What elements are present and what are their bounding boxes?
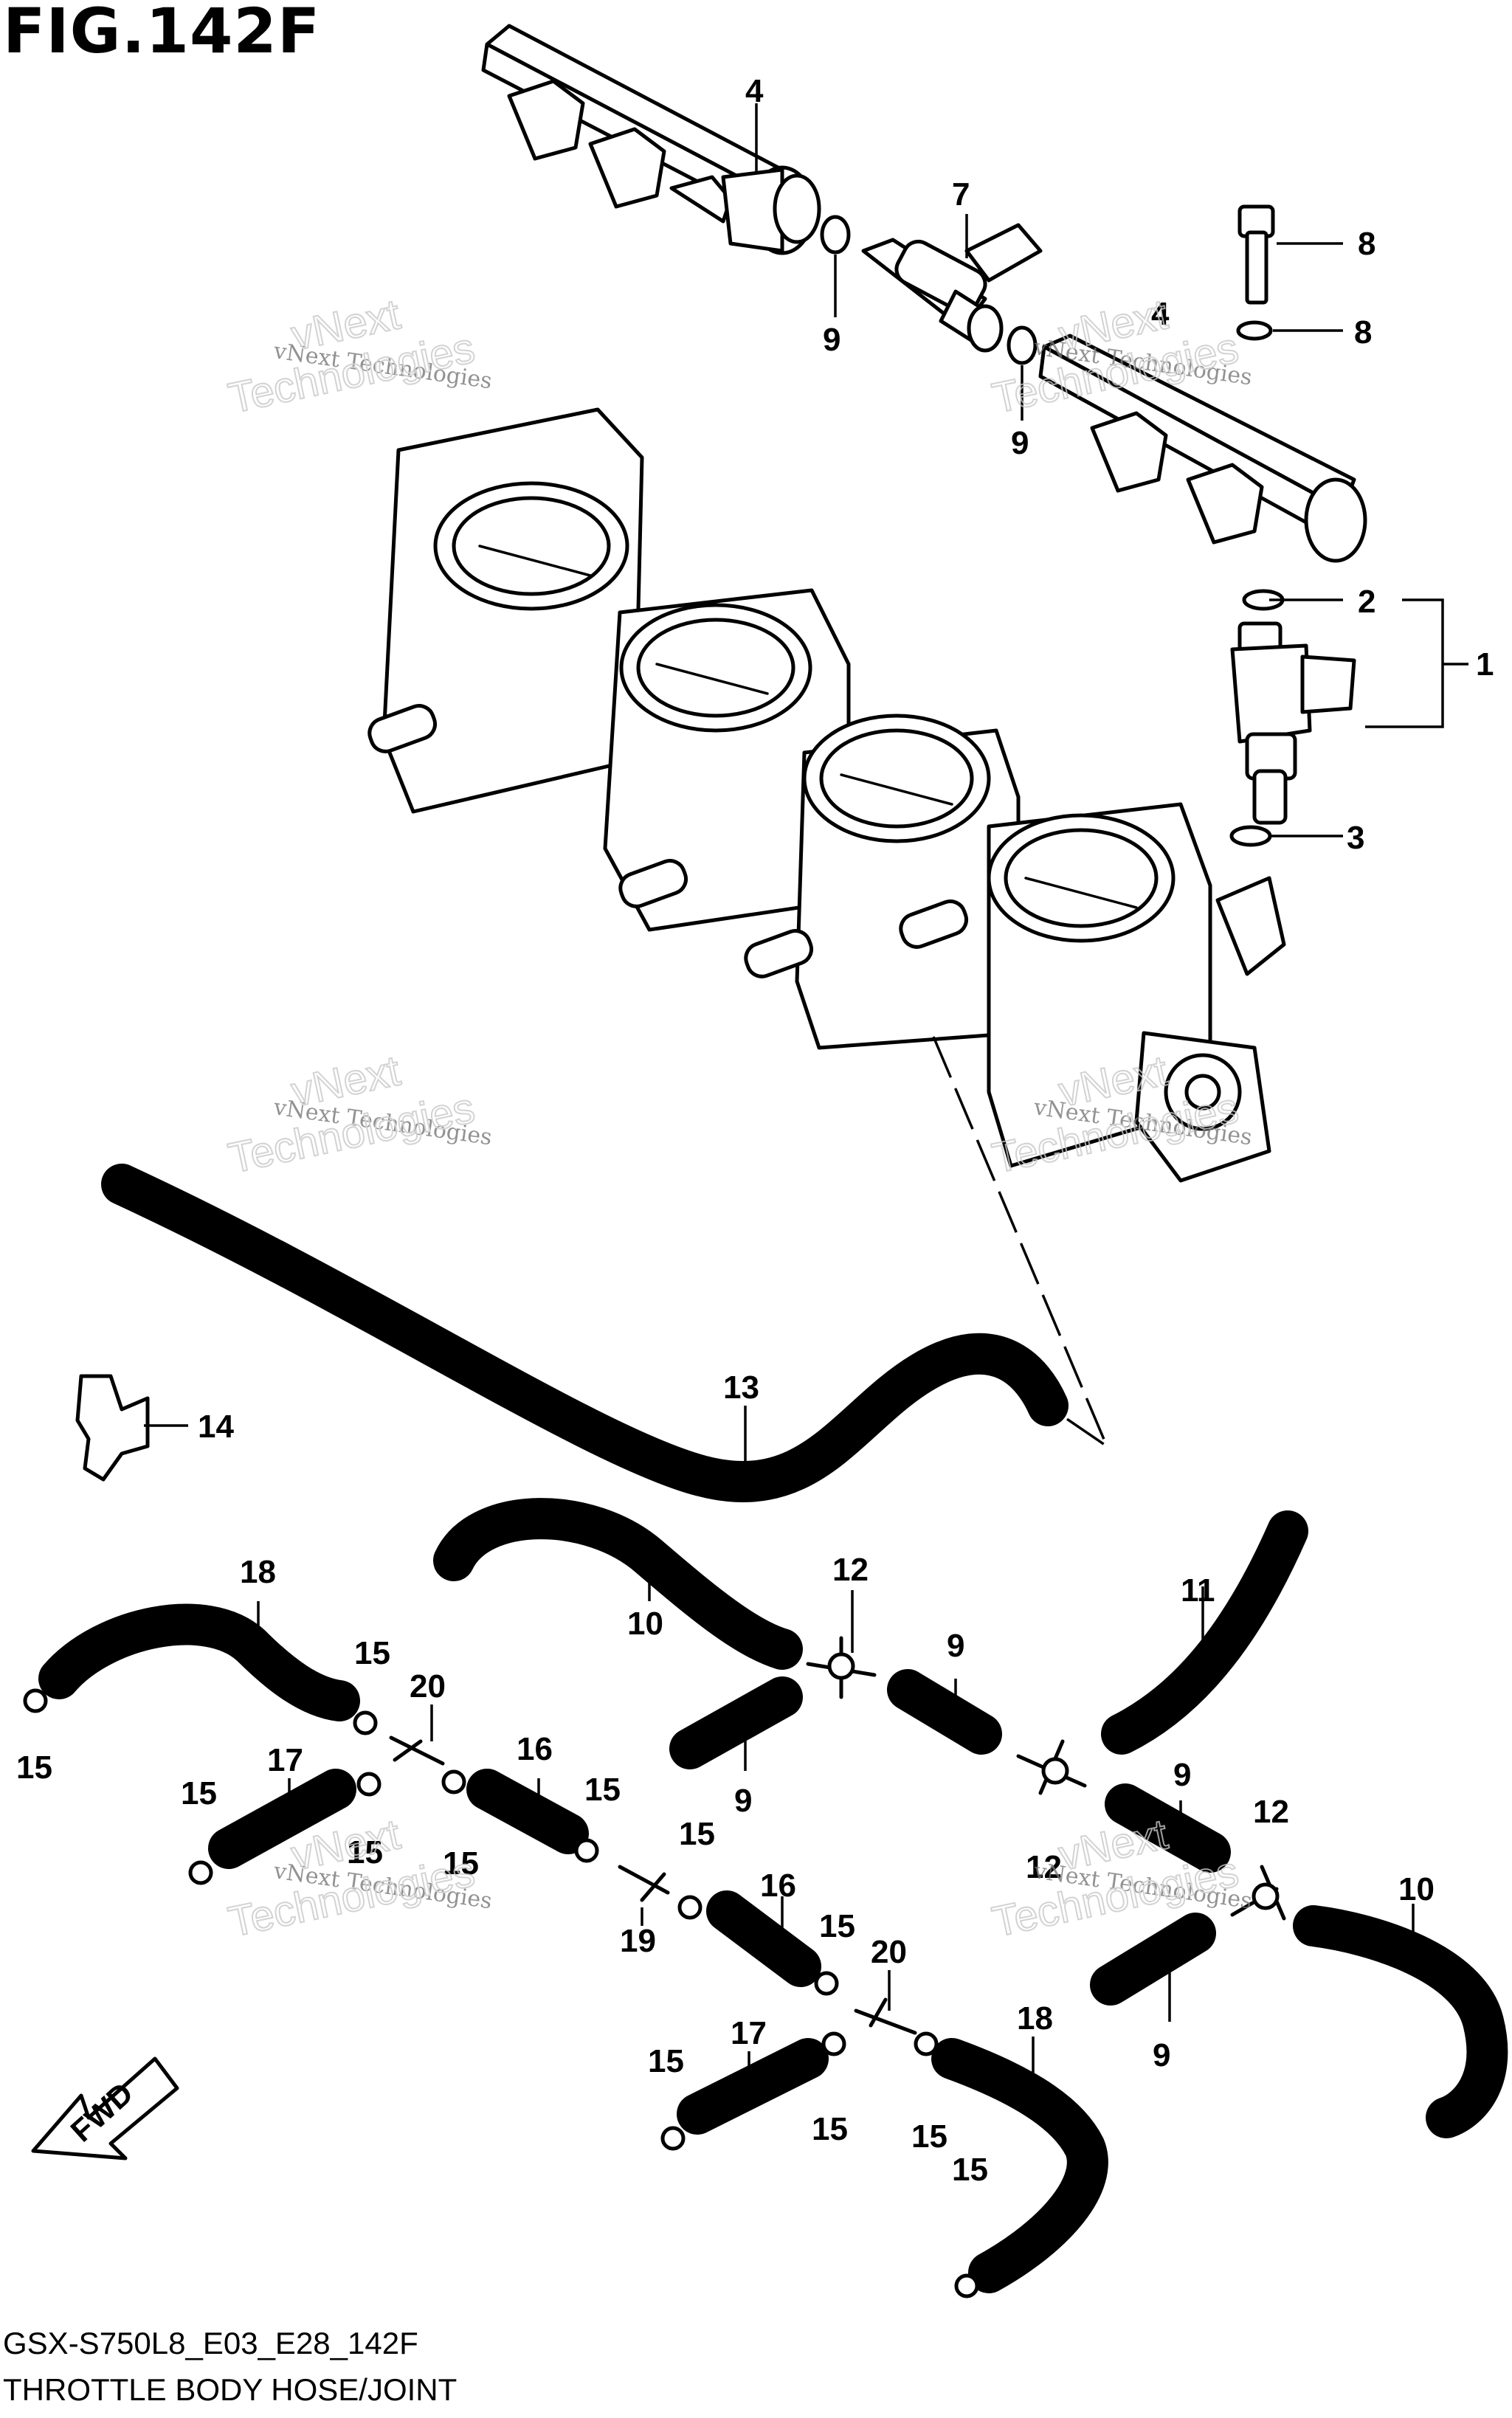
- callout-15: 15: [181, 1775, 217, 1811]
- hose-17-a: [208, 1769, 356, 1869]
- callout-15: 15: [584, 1772, 621, 1808]
- callout-15: 15: [16, 1749, 52, 1786]
- hose-11: [1101, 1510, 1308, 1755]
- hose-16-a: [466, 1769, 589, 1854]
- callout-15: 15: [679, 1816, 715, 1852]
- fuel-joint: [861, 223, 1043, 353]
- figure-title: FIG.142F: [3, 0, 321, 67]
- hose-9-b: [887, 1669, 1002, 1755]
- callout-20: 20: [871, 1934, 907, 1970]
- callout-10: 10: [627, 1606, 663, 1642]
- callout-15: 15: [354, 1635, 390, 1671]
- callout-12: 12: [1026, 1849, 1062, 1885]
- joint-12-c: [1230, 1865, 1286, 1921]
- joint-20-b: [854, 1997, 917, 2035]
- model-code: GSX-S750L8_E03_E28_142F: [3, 2326, 418, 2360]
- hose-9-c: [1105, 1783, 1231, 1873]
- callout-5: 7: [952, 176, 970, 213]
- fwd-arrow-icon: FWD: [31, 2056, 179, 2160]
- joint-20-a: [389, 1735, 445, 1766]
- callout-11: 11: [1181, 1572, 1215, 1609]
- hose-13: [101, 1164, 1069, 1502]
- callout-9: 9: [1153, 2037, 1170, 2073]
- joint-12-b: [1016, 1739, 1087, 1795]
- fuel-injector: [1230, 621, 1356, 825]
- callout-15: 15: [819, 1908, 855, 1944]
- callout-15: 15: [648, 2043, 684, 2079]
- callout-2: 2: [1358, 584, 1375, 620]
- fuel-rail-upper: [481, 24, 821, 255]
- hose-9-a: [669, 1676, 803, 1769]
- callout-16: 16: [760, 1868, 796, 1904]
- joints: [389, 1636, 1286, 2035]
- callout-4: 4: [745, 73, 764, 109]
- callout-18: 18: [1017, 2000, 1053, 2037]
- callout-9: 9: [947, 1628, 964, 1664]
- callout-4: 4: [1151, 296, 1170, 332]
- clamp-14: [75, 1374, 150, 1482]
- callout-3: 3: [1347, 820, 1364, 856]
- callout-9: 9: [1173, 1757, 1191, 1793]
- callout-8: 9: [823, 322, 840, 358]
- callout-12: 12: [832, 1552, 869, 1588]
- callout-labels: 4 7 8 8 9 9 4 2 1 3 13 14 18 10 12 11 9 …: [16, 73, 1494, 2188]
- bolt: [1237, 204, 1275, 305]
- hose-18-upper: [38, 1603, 360, 1721]
- throttle-body-assembly: [367, 407, 1286, 1183]
- hose-16-b: [706, 1890, 821, 1987]
- callout-7: 8: [1354, 314, 1372, 350]
- callout-15: 15: [347, 1834, 383, 1871]
- callout-18: 18: [240, 1554, 276, 1590]
- callout-14: 14: [198, 1409, 234, 1445]
- callout-16: 16: [517, 1731, 553, 1767]
- clips-15: [23, 1688, 979, 2298]
- hose-9-d: [1090, 1913, 1216, 2006]
- callout-8: 9: [1011, 425, 1029, 461]
- hose-18-lower: [931, 2038, 1108, 2293]
- hose-10-lower: [1293, 1905, 1508, 2138]
- callout-13: 13: [723, 1369, 759, 1406]
- callout-6: 8: [1358, 226, 1375, 262]
- hose-10-upper: [433, 1498, 803, 1670]
- callout-15: 15: [952, 2152, 988, 2188]
- callout-1: 1: [1476, 646, 1494, 683]
- callout-17: 17: [267, 1742, 303, 1778]
- callout-15: 15: [443, 1845, 479, 1882]
- callout-15: 15: [812, 2111, 848, 2147]
- joint-19: [618, 1865, 670, 1902]
- figure-subtitle: THROTTLE BODY HOSE/JOINT: [3, 2372, 458, 2407]
- callout-17: 17: [731, 2015, 767, 2051]
- callout-15: 15: [911, 2118, 947, 2155]
- callout-19: 19: [620, 1923, 656, 1959]
- hose-17-b: [677, 2038, 829, 2135]
- short-hoses: [208, 1669, 1231, 2135]
- callout-10: 10: [1398, 1871, 1435, 1907]
- callout-12: 12: [1253, 1794, 1289, 1830]
- joint-12-a: [806, 1636, 877, 1699]
- callout-20: 20: [410, 1668, 446, 1704]
- callout-9: 9: [734, 1783, 752, 1819]
- fuel-rail-right: [1038, 334, 1367, 563]
- leader-lines: [144, 103, 1468, 2099]
